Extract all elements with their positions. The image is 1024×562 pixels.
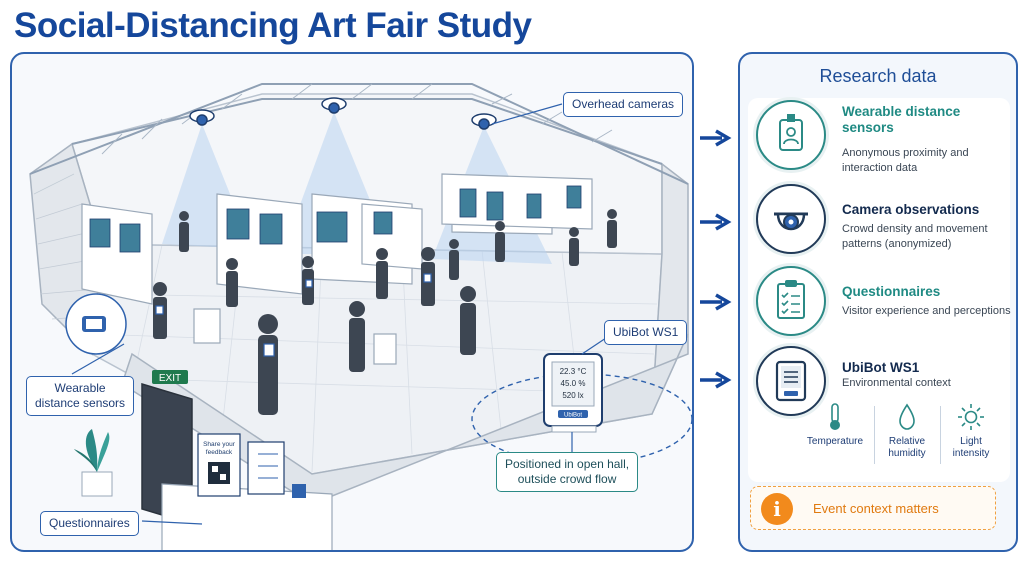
- callout-questionnaires: Questionnaires: [40, 511, 139, 536]
- callout-wearable-sensors: Wearable distance sensors: [26, 376, 135, 416]
- item-desc: Visitor experience and perceptions: [842, 305, 1011, 317]
- item-desc: Anonymous proximity and interaction data: [842, 147, 969, 174]
- item-desc: Crowd density and movement patterns (ano…: [842, 223, 988, 250]
- device-brand: UbiBot: [564, 413, 582, 419]
- research-item-camera: Camera observations Crowd density and mo…: [756, 184, 1014, 256]
- env-label: Temperature: [806, 436, 864, 447]
- callout-overhead-cameras: Overhead cameras: [563, 92, 684, 117]
- item-title: Questionnaires: [842, 284, 941, 299]
- research-item-wearable: Wearable distance sensors Anonymous prox…: [756, 100, 1014, 174]
- item-title: Wearable distance sensors: [842, 104, 961, 135]
- dome-camera-icon: [756, 184, 826, 254]
- env-metrics: Temperature Relative humidity Light inte…: [770, 402, 1010, 472]
- ubibot-device-icon: [756, 346, 826, 416]
- env-label: Light intensity: [952, 436, 990, 459]
- feedback-card-line: Share your: [203, 441, 236, 448]
- env-light: Light intensity: [942, 402, 1000, 472]
- badge-sensor-icon: [756, 100, 826, 170]
- arrow-right-icon: [700, 293, 732, 311]
- panel-title: Research data: [819, 66, 937, 86]
- item-desc: Environmental context: [842, 377, 951, 389]
- item-title: UbiBot WS1: [842, 360, 920, 375]
- env-label: Relative humidity: [888, 436, 926, 459]
- research-item-ubibot: UbiBot WS1 Environmental context: [756, 346, 1014, 418]
- info-icon: i: [761, 493, 793, 525]
- event-context-note: i Event context matters: [750, 486, 996, 530]
- droplet-icon: [899, 403, 915, 430]
- arrow-right-icon: [700, 213, 732, 231]
- thermometer-icon: [830, 403, 840, 430]
- context-text: Event context matters: [813, 501, 939, 516]
- feedback-card-line: feedback: [206, 449, 233, 456]
- exit-sign: EXIT: [159, 373, 181, 384]
- device-reading-humidity: 45.0 %: [561, 379, 586, 388]
- clipboard-icon: [756, 266, 826, 336]
- arrow-right-icon: [700, 129, 732, 147]
- env-humidity: Relative humidity: [878, 402, 936, 472]
- device-reading-temp: 22.3 °C: [560, 367, 587, 376]
- device-reading-light: 520 lx: [562, 391, 583, 400]
- research-item-questionnaires: Questionnaires Visitor experience and pe…: [756, 266, 1014, 338]
- callout-ubibot: UbiBot WS1: [604, 320, 688, 345]
- env-temperature: Temperature: [800, 402, 870, 472]
- sun-icon: [958, 404, 984, 430]
- item-title: Camera observations: [842, 202, 980, 217]
- callout-positioned: Positioned in open hall, outside crowd f…: [496, 452, 639, 492]
- page-title: Social-Distancing Art Fair Study: [14, 6, 532, 45]
- arrow-right-icon: [700, 371, 732, 389]
